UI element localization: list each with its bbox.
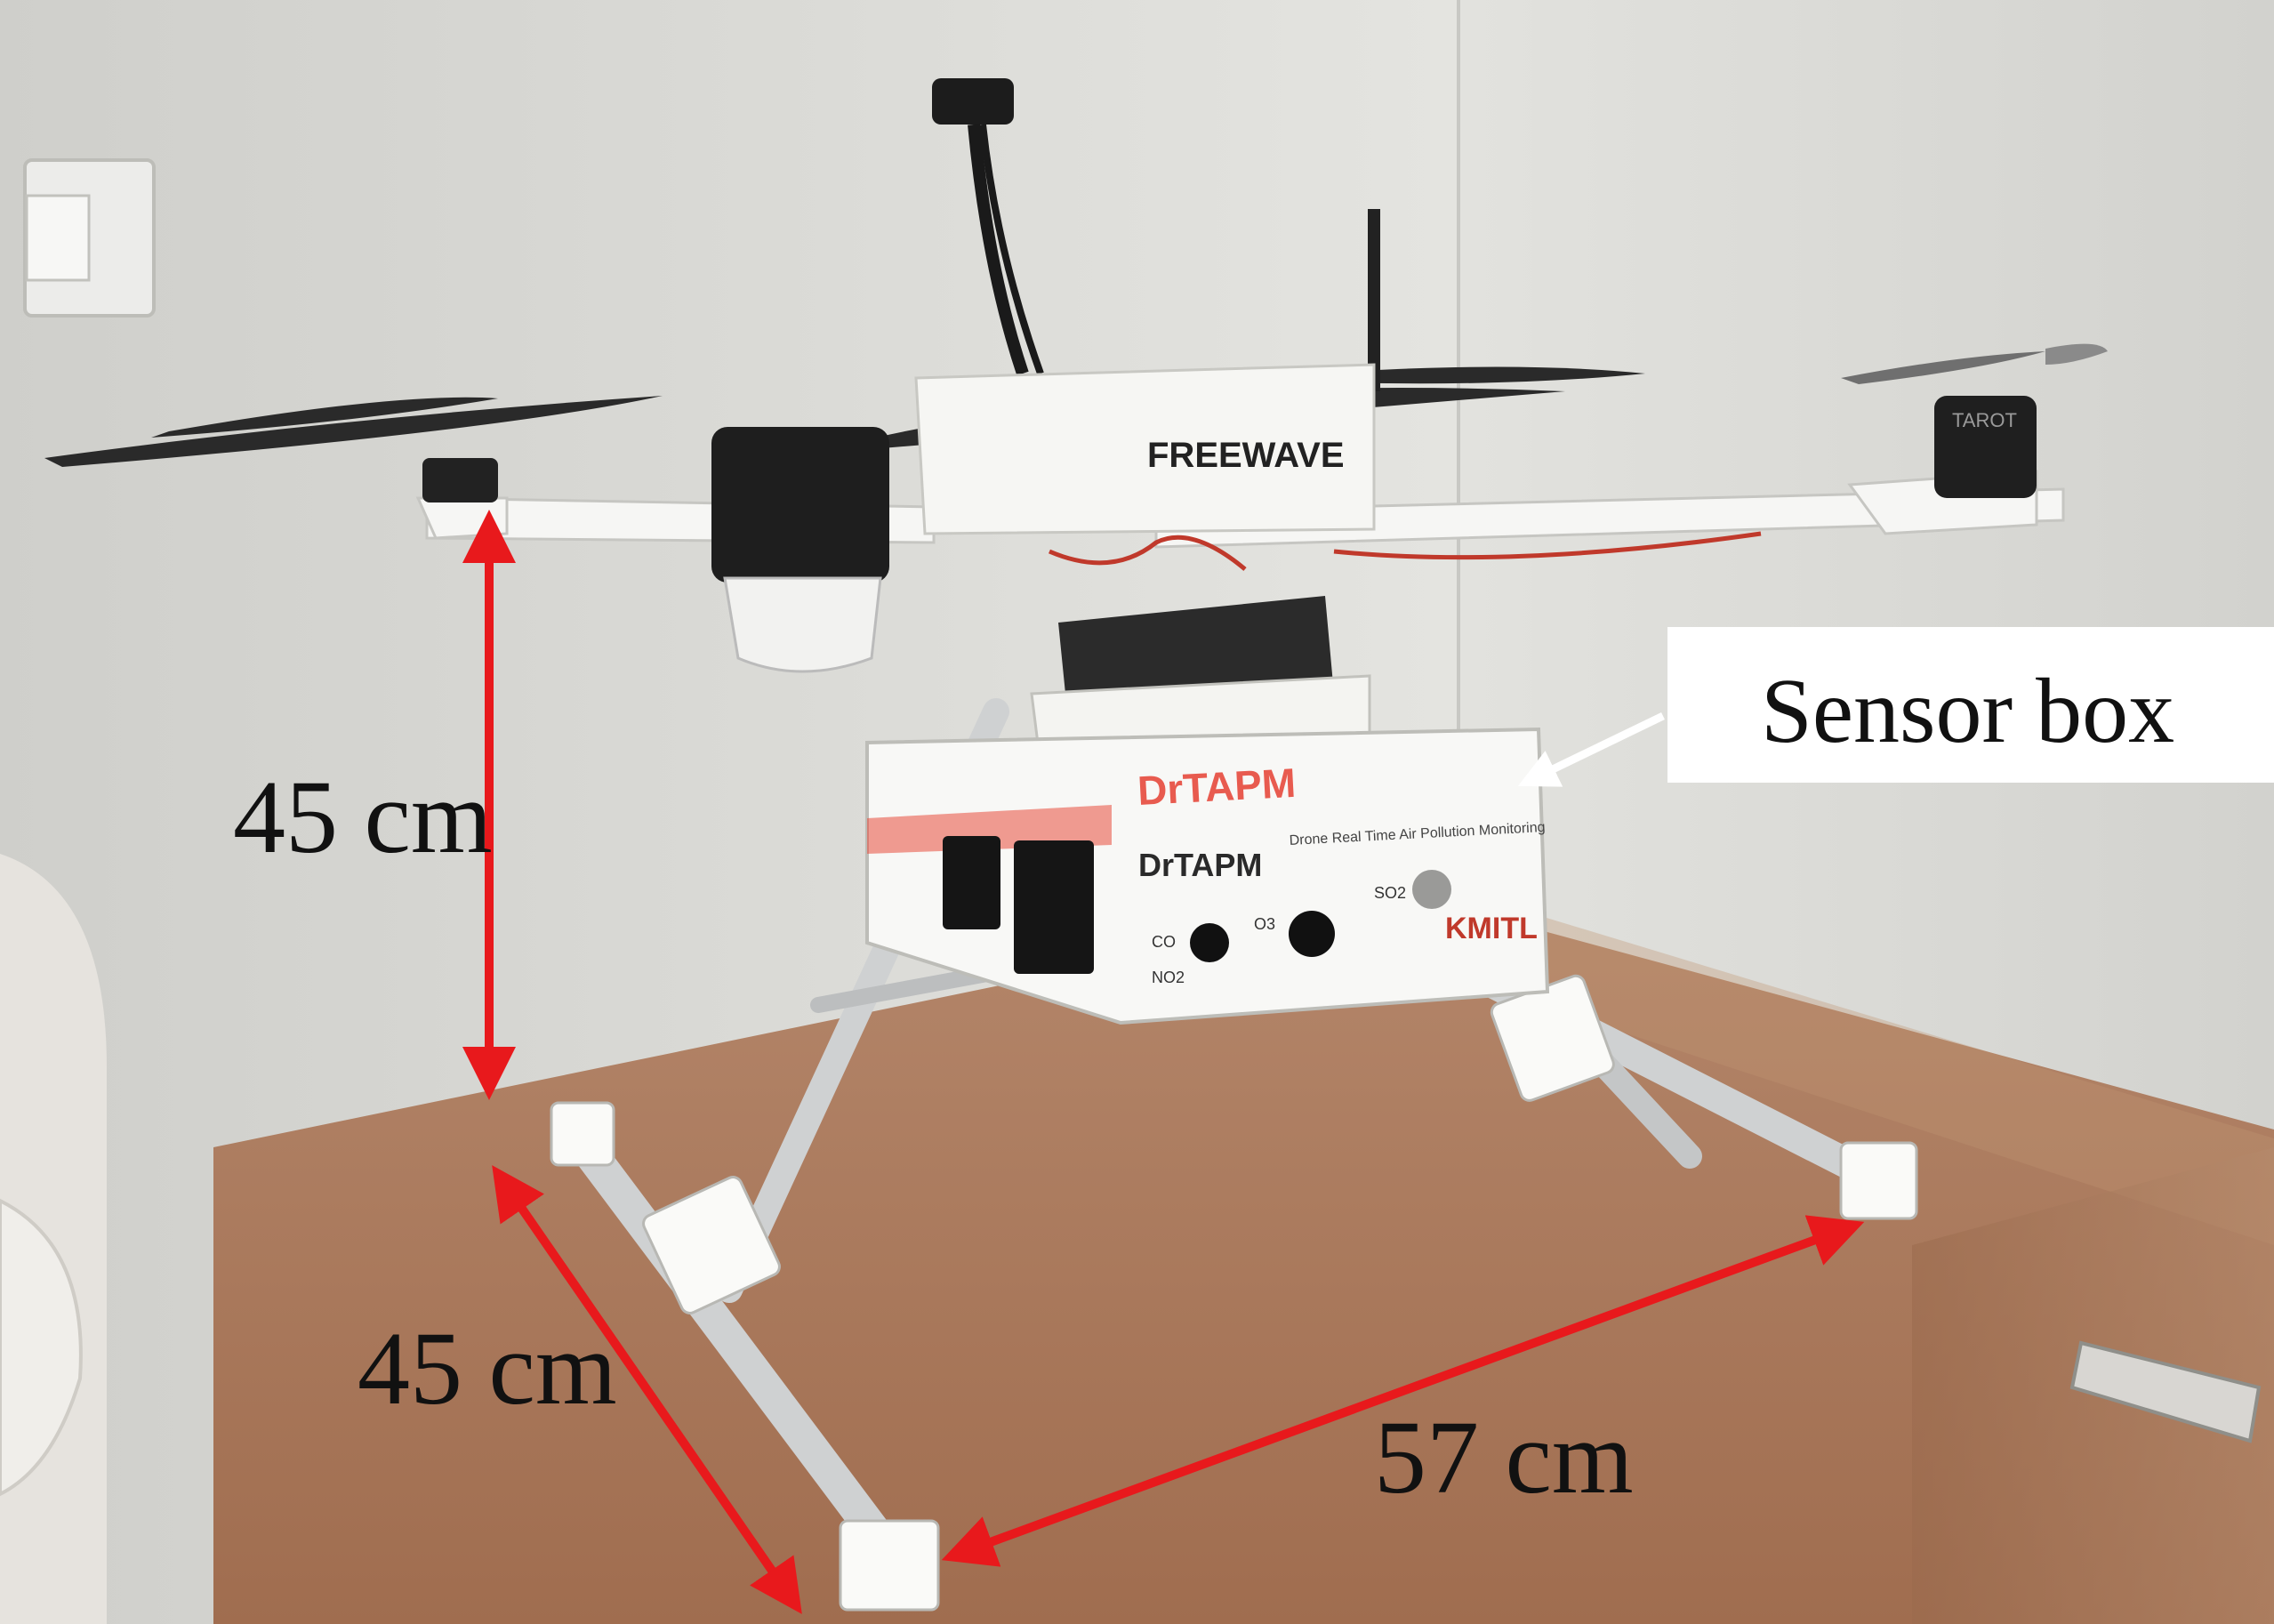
dimension-arrows [462, 510, 1865, 1614]
sensor-label-no2: NO2 [1152, 969, 1185, 986]
width-arrow [941, 1215, 1865, 1567]
sensor-box-callout: Sensor box [1667, 627, 2274, 783]
depth-arrow [492, 1165, 802, 1614]
gps-antenna [932, 78, 1380, 391]
wires [1049, 531, 1762, 571]
sensor-box-pointer [1517, 712, 1665, 787]
depth-label: 45 cm [358, 1310, 617, 1427]
height-label: 45 cm [233, 759, 493, 875]
motors: TAROT [422, 396, 2037, 673]
box-mark-text: DrTAPM [1137, 760, 1298, 814]
sensor-box-label: Sensor box [1761, 660, 2175, 762]
sensor-label-o3: O3 [1254, 915, 1275, 933]
sensor-label-so2: SO2 [1374, 884, 1406, 902]
motor-brand-text: TAROT [1952, 409, 2017, 431]
sensor-box: DrTAPM DrTAPM Drone Real Time Air Pollut… [865, 727, 1550, 1025]
width-label: 57 cm [1374, 1399, 1634, 1515]
light-switch [23, 158, 156, 318]
box-brand-text: DrTAPM [1138, 847, 1262, 883]
sensor-label-co: CO [1152, 933, 1176, 951]
radio-module: FREEWAVE [914, 363, 1376, 535]
radio-brand-text: FREEWAVE [1147, 436, 1345, 475]
handwritten-text: KMITL [1445, 912, 1538, 945]
